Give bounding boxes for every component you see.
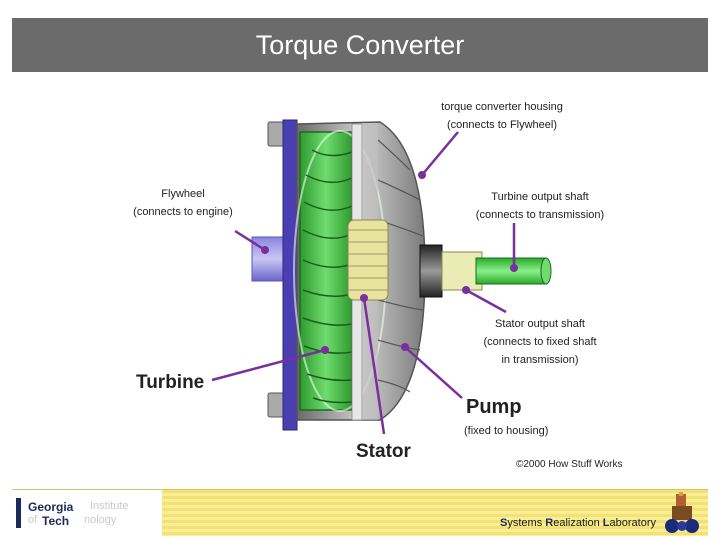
lab-initial-r: R: [545, 517, 554, 529]
bolt-bottom: [267, 392, 285, 418]
stator-label: Stator: [356, 441, 411, 462]
pump-label: Pump: [466, 396, 522, 418]
page-title: Torque Converter: [255, 29, 465, 60]
turbine-output-shaft: [475, 257, 547, 285]
robot-icon: [665, 492, 699, 533]
lab-word-laboratory: aboratory: [609, 517, 656, 529]
leader-lines: [211, 131, 516, 435]
housing-label-line2: (connects to Flywheel): [446, 119, 558, 131]
flywheel-label: Flywheel (connects to engine): [118, 185, 248, 221]
stator-output-shaft: [441, 251, 483, 291]
bolt-top: [267, 121, 285, 147]
turbine-vanes: [302, 149, 353, 404]
stator-shaft-label: Stator output shaft (connects to fixed s…: [460, 315, 620, 369]
lab-initial-s: S: [500, 517, 508, 529]
lab-word-realization: ealization: [553, 517, 603, 529]
turbine-shaft-label: Turbine output shaft (connects to transm…: [455, 188, 625, 224]
copyright-label: ©2000 How Stuff Works: [516, 459, 623, 470]
title-bar: Torque Converter: [12, 18, 708, 72]
logo-pin-icon: [16, 498, 21, 528]
turbine-body: [299, 131, 353, 411]
lab-initial-l: L: [602, 517, 610, 529]
lab-name: Systems Realization Laboratory: [500, 517, 656, 529]
logo-institute-text: Institute: [90, 500, 129, 512]
turbine-shaft-label-line2: (connects to transmission): [475, 209, 605, 221]
logo-nology-text: nology: [84, 514, 117, 526]
georgia-tech-logo: Georgia Institute of Tech nology: [12, 490, 162, 536]
stator-body: [347, 219, 389, 301]
footer-bar: Georgia Institute of Tech nology Systems…: [12, 489, 708, 536]
stator-shaft-label-line2: (connects to fixed shaft: [483, 336, 597, 348]
torque-converter-diagram: torque converter housing (connects to Fl…: [0, 80, 720, 480]
housing-label-line1: torque converter housing: [441, 101, 563, 113]
flywheel-label-line2: (connects to engine): [133, 206, 233, 218]
logo-of-text: of: [28, 514, 38, 526]
flywheel-label-line1: Flywheel: [161, 188, 205, 200]
stator-shaft-label-line1: Stator output shaft: [495, 318, 585, 330]
lab-word-systems: ystems: [507, 517, 546, 529]
stator-ribs: [348, 229, 388, 291]
pump-sub-label: (fixed to housing): [464, 425, 549, 437]
footer-stripes: [162, 490, 708, 536]
turbine-label: Turbine: [136, 372, 205, 393]
logo-tech-text: Tech: [42, 514, 70, 528]
logo-georgia-text: Georgia: [28, 500, 74, 514]
leader-dots: [261, 171, 518, 354]
stator-shaft-label-line3: in transmission): [501, 354, 579, 366]
output-hub: [419, 244, 443, 298]
turbine-shaft-label-line1: Turbine output shaft: [491, 191, 589, 203]
diagram-graphic: [211, 119, 552, 435]
housing-label: torque converter housing (connects to Fl…: [412, 98, 592, 134]
